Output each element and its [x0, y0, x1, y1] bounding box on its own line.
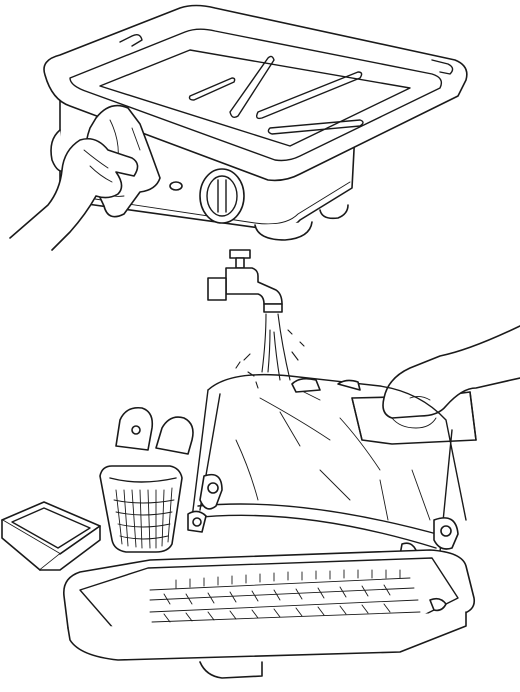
- utensil-basket-icon: [100, 466, 182, 552]
- faucet-icon: [208, 250, 282, 312]
- drip-tray-icon: [2, 502, 100, 570]
- side-plate-icon: [116, 408, 193, 454]
- dish-rack-base-icon: [64, 550, 474, 678]
